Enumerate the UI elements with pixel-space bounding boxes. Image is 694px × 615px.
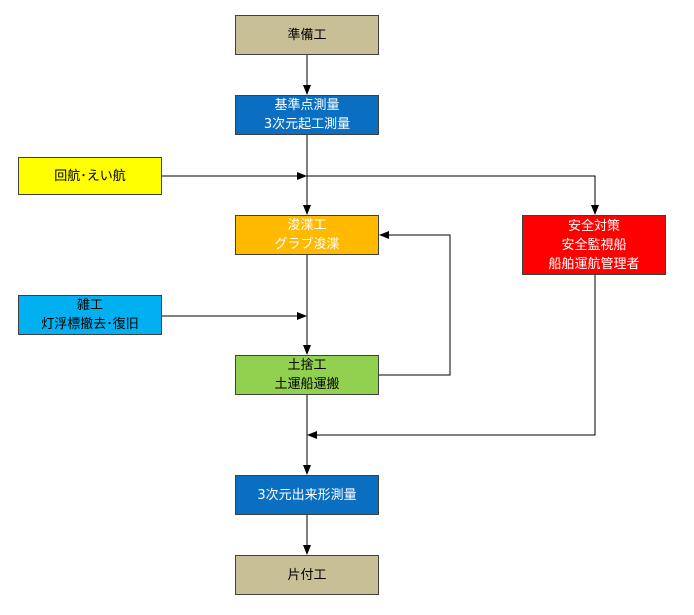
miscellaneous-work-label: 雑工 bbox=[76, 298, 103, 313]
buoy-removal-restoration-label: 灯浮標撤去･復旧 bbox=[41, 317, 139, 332]
reference-point-survey-label: 基準点測量 bbox=[274, 98, 340, 113]
cleanup-work-box: 片付工 bbox=[235, 555, 379, 595]
grab-dredging-label: グラブ浚渫 bbox=[274, 237, 340, 252]
disposal-work-box: 土捨工 土運船運搬 bbox=[235, 355, 379, 395]
safety-watch-boat-label: 安全監視船 bbox=[561, 237, 627, 253]
dredging-work-box: 浚渫工 グラブ浚渫 bbox=[235, 215, 379, 255]
arrow-to-safety bbox=[307, 175, 599, 215]
dredging-work-label: 浚渫工 bbox=[287, 218, 327, 233]
navigation-towing-label: 回航･えい航 bbox=[54, 168, 126, 184]
barge-transport-label: 土運船運搬 bbox=[274, 377, 340, 392]
disposal-work-label: 土捨工 bbox=[287, 358, 327, 373]
arrow-loop-back-to-dredging bbox=[379, 231, 451, 376]
cleanup-work-label: 片付工 bbox=[287, 567, 327, 583]
preparation-work-box: 準備工 bbox=[235, 15, 379, 55]
initial-3d-survey-label: 3次元起工測量 bbox=[263, 117, 351, 132]
preparation-work-label: 準備工 bbox=[287, 27, 327, 43]
vessel-operation-manager-label: 船舶運航管理者 bbox=[548, 256, 640, 272]
final-3d-survey-box: 3次元出来形測量 bbox=[235, 475, 379, 515]
reference-survey-box: 基準点測量 3次元起工測量 bbox=[235, 95, 379, 135]
navigation-towing-box: 回航･えい航 bbox=[18, 157, 162, 195]
safety-measures-box: 安全対策 安全監視船 船舶運航管理者 bbox=[522, 215, 666, 275]
safety-measures-label: 安全対策 bbox=[567, 218, 620, 234]
final-3d-survey-label: 3次元出来形測量 bbox=[257, 487, 357, 503]
arrow-safety-return bbox=[307, 275, 596, 439]
miscellaneous-work-box: 雑工 灯浮標撤去･復旧 bbox=[18, 295, 162, 335]
